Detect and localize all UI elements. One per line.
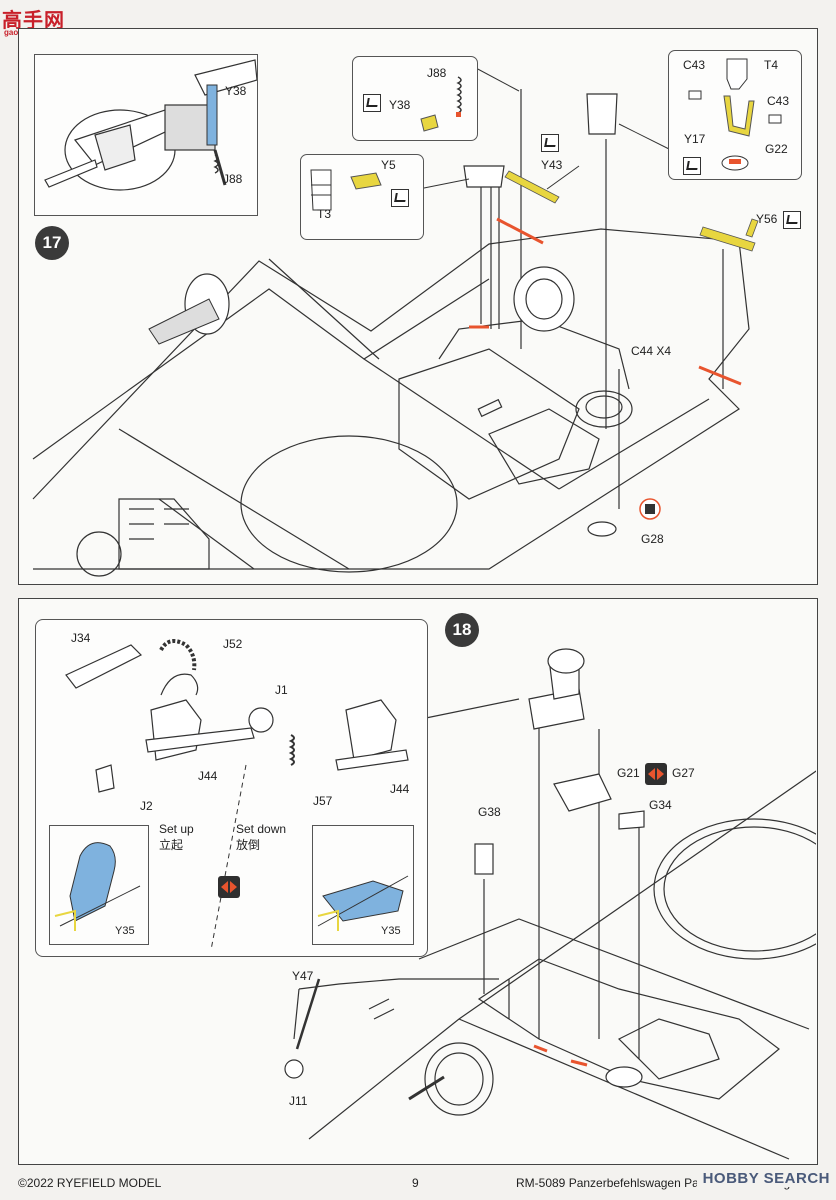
setup-label-en: Set up (159, 822, 194, 836)
label-j44-right: J44 (390, 782, 410, 796)
setdown-drawing (317, 875, 409, 931)
step-17-number: 17 (35, 226, 69, 260)
label-g21: G21 (617, 766, 640, 780)
flip-icon-g21 (645, 763, 667, 785)
step-17-inset-cupola: Y38 J88 (34, 54, 258, 216)
label-g22: G22 (765, 142, 788, 156)
cement-icon (391, 189, 409, 207)
label-j88-callout: J88 (427, 66, 447, 80)
label-g38: G38 (478, 805, 501, 819)
label-y56: Y56 (756, 212, 778, 226)
label-y47: Y47 (292, 969, 314, 983)
setdown-label-cn: 放倒 (236, 838, 261, 852)
footer-page-number: 9 (412, 1176, 419, 1190)
label-c44: C44 X4 (631, 344, 672, 358)
step-18-number: 18 (445, 613, 479, 647)
label-j88-inset: J88 (223, 172, 243, 186)
label-g34: G34 (649, 798, 672, 812)
setdown-label-en: Set down (236, 822, 287, 836)
label-j57: J57 (313, 794, 333, 808)
setdown-view: Y35 (312, 825, 414, 945)
label-t3: T3 (317, 207, 332, 221)
j88-y38-drawing (420, 76, 462, 132)
setup-label-cn: 立起 (159, 838, 184, 852)
label-y38-inset: Y38 (225, 84, 247, 98)
setup-drawing (54, 842, 141, 931)
label-j11: J11 (289, 1094, 308, 1108)
label-y17: Y17 (684, 132, 706, 146)
label-j2: J2 (140, 799, 153, 813)
step-17-callout-j88-y38: J88 Y38 (352, 56, 478, 141)
cement-icon (541, 134, 559, 152)
label-y35-setdown: Y35 (381, 925, 401, 937)
label-g27: G27 (672, 766, 695, 780)
y5-t3-drawing (310, 169, 382, 211)
setup-view: Y35 (49, 825, 149, 945)
step-18-drawing (284, 648, 816, 1160)
label-g28: G28 (641, 532, 664, 546)
label-c43-left: C43 (683, 58, 706, 72)
step-17-drawing (32, 66, 759, 577)
label-t4: T4 (764, 58, 779, 72)
flip-icon (218, 876, 240, 898)
label-c43-right: C43 (767, 94, 790, 108)
y17-drawing (688, 58, 782, 171)
cupola-drawing (44, 59, 257, 191)
label-j44-left: J44 (198, 769, 218, 783)
cement-icon (783, 211, 801, 229)
label-y35-setup: Y35 (115, 925, 135, 937)
cement-icon (363, 94, 381, 112)
label-j1: J1 (275, 683, 288, 697)
label-j52: J52 (223, 637, 243, 651)
footer-copyright: ©2022 RYEFIELD MODEL (18, 1176, 162, 1190)
inset-drawing (65, 639, 409, 951)
site-logo: 高手网 (2, 10, 65, 32)
hobby-search-watermark: HOBBY SEARCH (696, 1170, 830, 1187)
cement-icon (683, 157, 701, 175)
label-y38-callout: Y38 (389, 98, 411, 112)
label-y5: Y5 (381, 158, 396, 172)
label-j34: J34 (71, 631, 91, 645)
step-17-callout-y5-t3: Y5 T3 (300, 154, 424, 240)
step-18-inset: J34 J52 J1 J44 J2 J57 J44 Y35 Set up 立起 … (35, 619, 428, 957)
step-17-callout-y17: C43 T4 C43 Y17 G22 (668, 50, 802, 180)
label-y43: Y43 (541, 158, 563, 172)
step-17-panel: Y38 J88 Y5 T3 J88 Y38 (18, 28, 818, 585)
step-18-panel: J34 J52 J1 J44 J2 J57 J44 Y35 Set up 立起 … (18, 598, 818, 1165)
